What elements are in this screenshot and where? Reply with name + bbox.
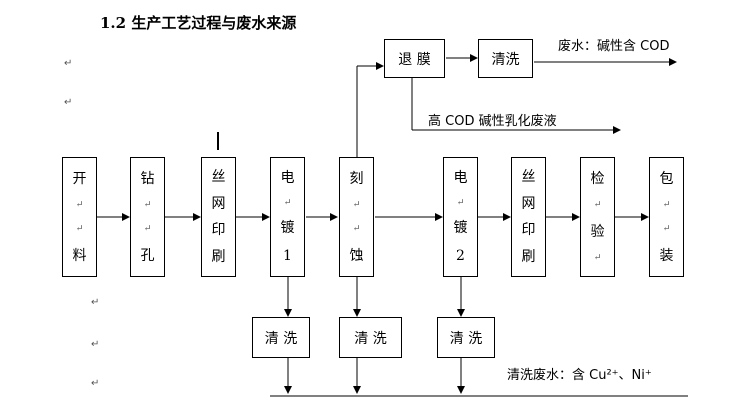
- strip-film-label: 退 膜: [398, 51, 431, 68]
- paragraph-mark: ↵: [91, 339, 100, 350]
- rinse-box: 清 洗: [339, 317, 402, 358]
- step-char: 蚀: [349, 247, 364, 264]
- step-char: 印: [521, 222, 536, 239]
- step-char: 刻: [349, 170, 364, 187]
- strip-wastewater-label: 高 COD 碱性乳化废液: [428, 114, 557, 129]
- paragraph-mark: ↵: [283, 197, 292, 208]
- step-etching: 刻 ↵ ↵ 蚀: [339, 157, 374, 277]
- step-screen-printing-1: 丝 网 印 刷: [201, 157, 236, 277]
- section-title: 1.2 生产工艺过程与废水来源: [100, 14, 297, 32]
- top-rinse-label: 清洗: [491, 51, 520, 68]
- step-char: 印: [211, 222, 226, 239]
- step-char: 刷: [521, 248, 536, 265]
- step-char: 电: [280, 169, 295, 186]
- paragraph-mark: ↵: [91, 297, 100, 308]
- step-char: 检: [590, 170, 605, 187]
- paragraph-mark: ↵: [352, 199, 361, 210]
- paragraph-mark: ↵: [64, 97, 73, 108]
- step-inspection: 检 ↵ 验 ↵: [580, 157, 615, 277]
- step-plating-1: 电 ↵ 镀 1: [270, 157, 305, 277]
- step-char: 丝: [211, 169, 226, 186]
- paragraph-mark: ↵: [143, 223, 152, 234]
- paragraph-mark: ↵: [75, 199, 84, 210]
- rinse-label: 清 洗: [264, 330, 298, 347]
- paragraph-mark: ↵: [456, 197, 465, 208]
- step-char: 网: [521, 195, 536, 212]
- step-char: 料: [72, 247, 87, 264]
- step-char: 包: [659, 170, 674, 187]
- step-char: 1: [283, 248, 292, 265]
- step-char: 镀: [280, 220, 295, 237]
- step-char: 丝: [521, 169, 536, 186]
- strip-film-box: 退 膜: [384, 39, 445, 78]
- rinse-box: 清 洗: [252, 317, 310, 358]
- paragraph-mark: ↵: [143, 199, 152, 210]
- paragraph-mark: ↵: [64, 58, 73, 69]
- rinse-wastewater-label: 废水：碱性含 COD: [558, 39, 670, 54]
- rinse-box: 清 洗: [437, 317, 495, 358]
- step-char: 开: [72, 170, 87, 187]
- paragraph-mark: ↵: [352, 223, 361, 234]
- step-char: 装: [659, 247, 674, 264]
- step-char: 网: [211, 195, 226, 212]
- step-screen-printing-2: 丝 网 印 刷: [511, 157, 546, 277]
- paragraph-mark: ↵: [91, 378, 100, 389]
- paragraph-mark: ↵: [662, 223, 671, 234]
- rinse-label: 清 洗: [449, 330, 483, 347]
- step-char: 2: [456, 248, 465, 265]
- paragraph-mark: ↵: [593, 199, 602, 210]
- paragraph-mark: ↵: [662, 199, 671, 210]
- paragraph-mark: ↵: [593, 252, 602, 263]
- step-plating-2: 电 ↵ 镀 2: [443, 157, 478, 277]
- step-char: 钻: [140, 170, 155, 187]
- step-drilling: 钻 ↵ ↵ 孔: [130, 157, 165, 277]
- rinse-label: 清 洗: [354, 330, 387, 347]
- step-char: 孔: [140, 247, 155, 264]
- step-char: 电: [453, 169, 468, 186]
- step-packaging: 包 ↵ ↵ 装: [649, 157, 684, 277]
- step-cutting: 开 ↵ ↵ 料: [62, 157, 97, 277]
- step-char: 镀: [453, 220, 468, 237]
- paragraph-mark: ↵: [75, 223, 84, 234]
- bottom-wastewater-label: 清洗废水：含 Cu²⁺、Ni⁺: [507, 368, 652, 383]
- step-char: 验: [590, 223, 605, 240]
- step-char: 刷: [211, 248, 226, 265]
- top-rinse-box: 清洗: [478, 39, 533, 78]
